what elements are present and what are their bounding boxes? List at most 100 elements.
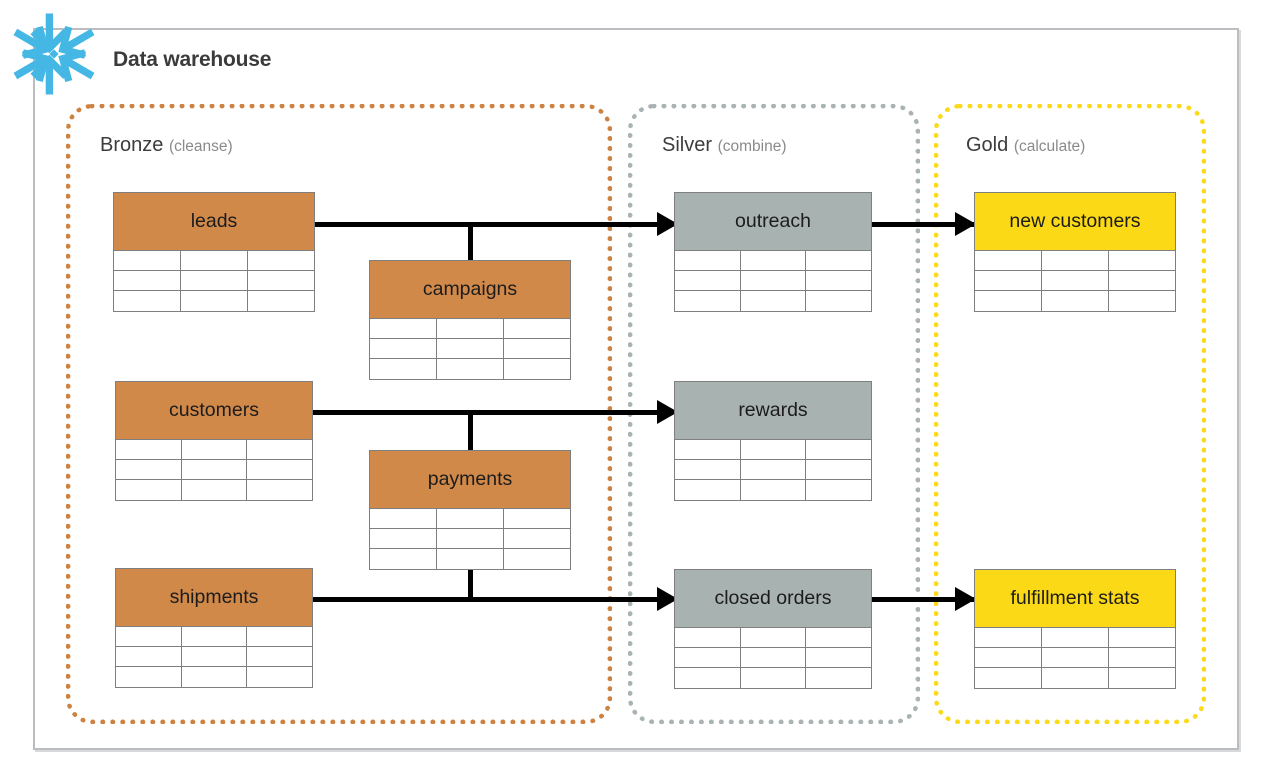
table-cell xyxy=(116,480,182,500)
table-row xyxy=(370,339,570,359)
table-rewards-grid xyxy=(674,440,872,501)
table-cell xyxy=(437,359,504,379)
table-cell xyxy=(114,271,181,290)
table-cell xyxy=(806,668,871,688)
arrowhead-outreach xyxy=(657,212,678,236)
table-row xyxy=(675,440,871,460)
table-row xyxy=(975,668,1175,688)
table-cell xyxy=(1109,251,1175,270)
table-payments[interactable]: payments xyxy=(369,450,571,570)
table-customers[interactable]: customers xyxy=(115,381,313,501)
table-fulfillment-stats-grid xyxy=(974,628,1176,689)
table-cell xyxy=(116,647,182,666)
table-cell xyxy=(741,648,807,667)
table-cell xyxy=(741,291,807,311)
table-cell xyxy=(247,440,312,459)
table-cell xyxy=(1042,648,1109,667)
table-cell xyxy=(437,529,504,548)
table-row xyxy=(975,628,1175,648)
table-row xyxy=(975,291,1175,311)
table-row xyxy=(114,251,314,271)
table-cell xyxy=(806,628,871,647)
table-cell xyxy=(675,648,741,667)
table-row xyxy=(370,509,570,529)
table-row xyxy=(675,251,871,271)
table-cell xyxy=(181,251,248,270)
table-cell xyxy=(675,628,741,647)
table-closed-orders-label: closed orders xyxy=(674,569,872,628)
table-cell xyxy=(1109,628,1175,647)
table-new-customers-grid xyxy=(974,251,1176,312)
table-cell xyxy=(116,460,182,479)
table-cell xyxy=(975,251,1042,270)
table-cell xyxy=(975,271,1042,290)
table-row xyxy=(116,627,312,647)
table-cell xyxy=(741,460,807,479)
table-cell xyxy=(437,339,504,358)
table-closed-orders[interactable]: closed orders xyxy=(674,569,872,689)
arrowhead-closed-orders xyxy=(657,587,678,611)
connector-leads-to-outreach xyxy=(308,222,673,227)
table-cell xyxy=(370,339,437,358)
table-new-customers-label: new customers xyxy=(974,192,1176,251)
table-cell xyxy=(675,271,741,290)
connector-outreach-to-new-customers xyxy=(872,222,984,227)
table-outreach-grid xyxy=(674,251,872,312)
table-row xyxy=(370,529,570,549)
table-cell xyxy=(675,480,741,500)
table-new-customers[interactable]: new customers xyxy=(974,192,1176,312)
page-title: Data warehouse xyxy=(113,48,272,71)
zone-subtitle-gold: (calculate) xyxy=(1013,138,1086,155)
table-rewards-label: rewards xyxy=(674,381,872,440)
table-cell xyxy=(1042,271,1109,290)
table-shipments-grid xyxy=(115,627,313,688)
table-cell xyxy=(806,271,871,290)
table-shipments[interactable]: shipments xyxy=(115,568,313,688)
table-cell xyxy=(1042,291,1109,311)
zone-name-bronze: Bronze xyxy=(100,134,164,156)
table-cell xyxy=(370,549,437,569)
table-row xyxy=(370,549,570,569)
table-cell xyxy=(370,509,437,528)
table-row xyxy=(370,319,570,339)
table-row xyxy=(675,291,871,311)
table-cell xyxy=(504,549,570,569)
table-cell xyxy=(182,627,248,646)
table-payments-grid xyxy=(369,509,571,570)
snowflake-icon xyxy=(6,8,102,100)
table-row xyxy=(114,271,314,291)
table-shipments-label: shipments xyxy=(115,568,313,627)
table-row xyxy=(114,291,314,311)
table-row xyxy=(116,667,312,687)
table-leads[interactable]: leads xyxy=(113,192,315,312)
table-cell xyxy=(741,271,807,290)
zone-subtitle-silver: (combine) xyxy=(717,138,787,155)
table-cell xyxy=(741,440,807,459)
table-cell xyxy=(437,319,504,338)
table-cell xyxy=(675,291,741,311)
table-cell xyxy=(182,667,248,687)
table-rewards[interactable]: rewards xyxy=(674,381,872,501)
table-cell xyxy=(675,440,741,459)
table-cell xyxy=(1042,668,1109,688)
table-campaigns-grid xyxy=(369,319,571,380)
table-row xyxy=(116,440,312,460)
table-cell xyxy=(247,480,312,500)
connector-payments-branch-bottom xyxy=(468,568,473,600)
connector-customers-to-rewards xyxy=(312,410,673,415)
table-fulfillment-stats[interactable]: fulfillment stats xyxy=(974,569,1176,689)
table-row xyxy=(675,480,871,500)
table-cell xyxy=(1109,648,1175,667)
table-cell xyxy=(181,271,248,290)
table-cell xyxy=(181,291,248,311)
table-cell xyxy=(248,291,314,311)
table-outreach-label: outreach xyxy=(674,192,872,251)
table-cell xyxy=(116,440,182,459)
table-leads-label: leads xyxy=(113,192,315,251)
table-leads-grid xyxy=(113,251,315,312)
table-cell xyxy=(247,667,312,687)
table-cell xyxy=(504,509,570,528)
table-outreach[interactable]: outreach xyxy=(674,192,872,312)
arrowhead-rewards xyxy=(657,400,678,424)
table-campaigns[interactable]: campaigns xyxy=(369,260,571,380)
